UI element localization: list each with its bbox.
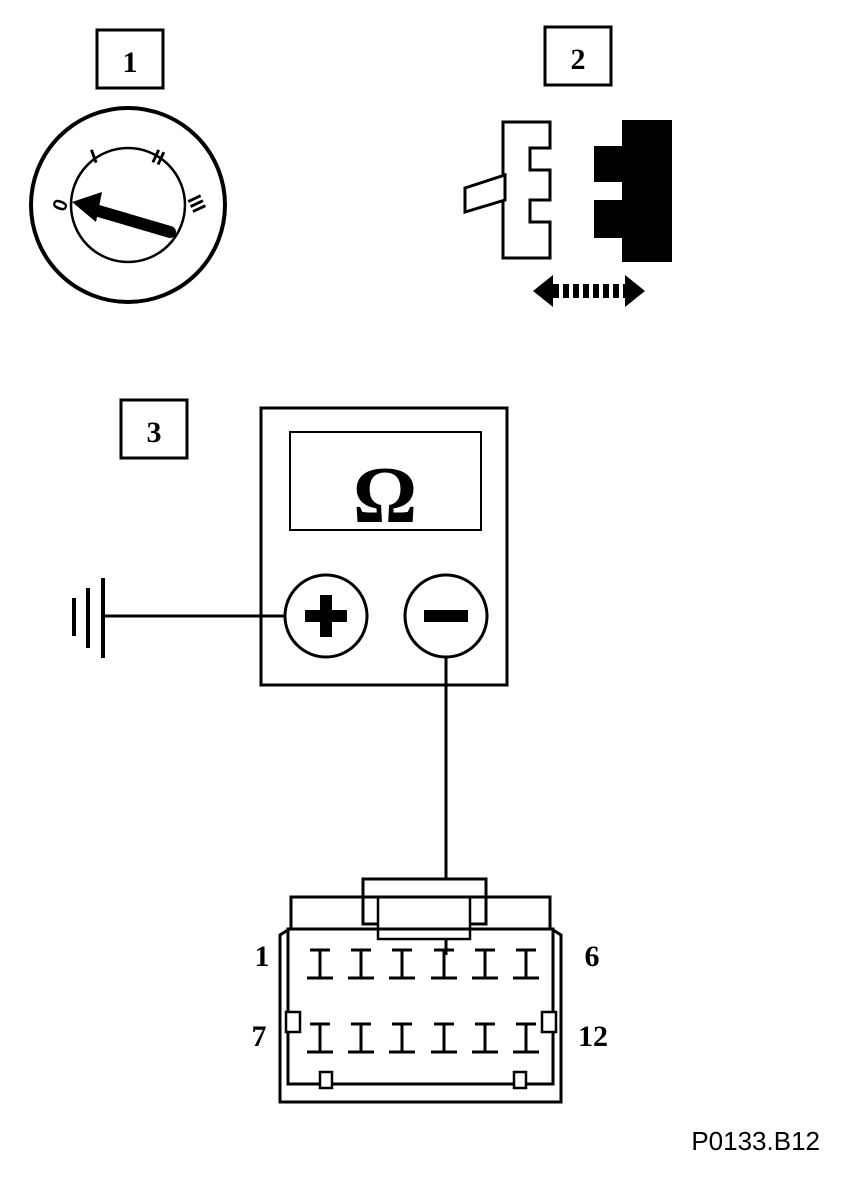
reference-code: P0133.B12 (691, 1126, 820, 1156)
pin-label-1: 1 (255, 940, 270, 973)
key-pointer-arrow (72, 192, 176, 238)
minus-terminal (403, 573, 489, 659)
plus-terminal (283, 573, 369, 659)
pin-label-7: 7 (252, 1020, 267, 1053)
ohmmeter-icon: Ω (259, 406, 509, 687)
ignition-switch-icon: 0 I II III (29, 106, 227, 304)
connector-disconnect-icon (463, 120, 672, 307)
svg-text:3: 3 (147, 416, 162, 449)
step-3-label: 3 (119, 398, 189, 460)
pin-row-bottom (307, 1022, 539, 1054)
connector-face-icon: 1 6 7 12 (252, 877, 608, 1104)
ohm-symbol: Ω (353, 452, 417, 540)
pin-row-top (307, 948, 539, 980)
svg-text:1: 1 (123, 46, 138, 79)
step-2-label: 2 (543, 25, 613, 87)
step-1-label: 1 (95, 28, 165, 90)
double-arrow-icon (533, 275, 645, 307)
svg-text:2: 2 (571, 43, 586, 76)
pin-label-6: 6 (585, 940, 600, 973)
ground-icon (72, 578, 285, 658)
pin-label-12: 12 (578, 1020, 608, 1053)
